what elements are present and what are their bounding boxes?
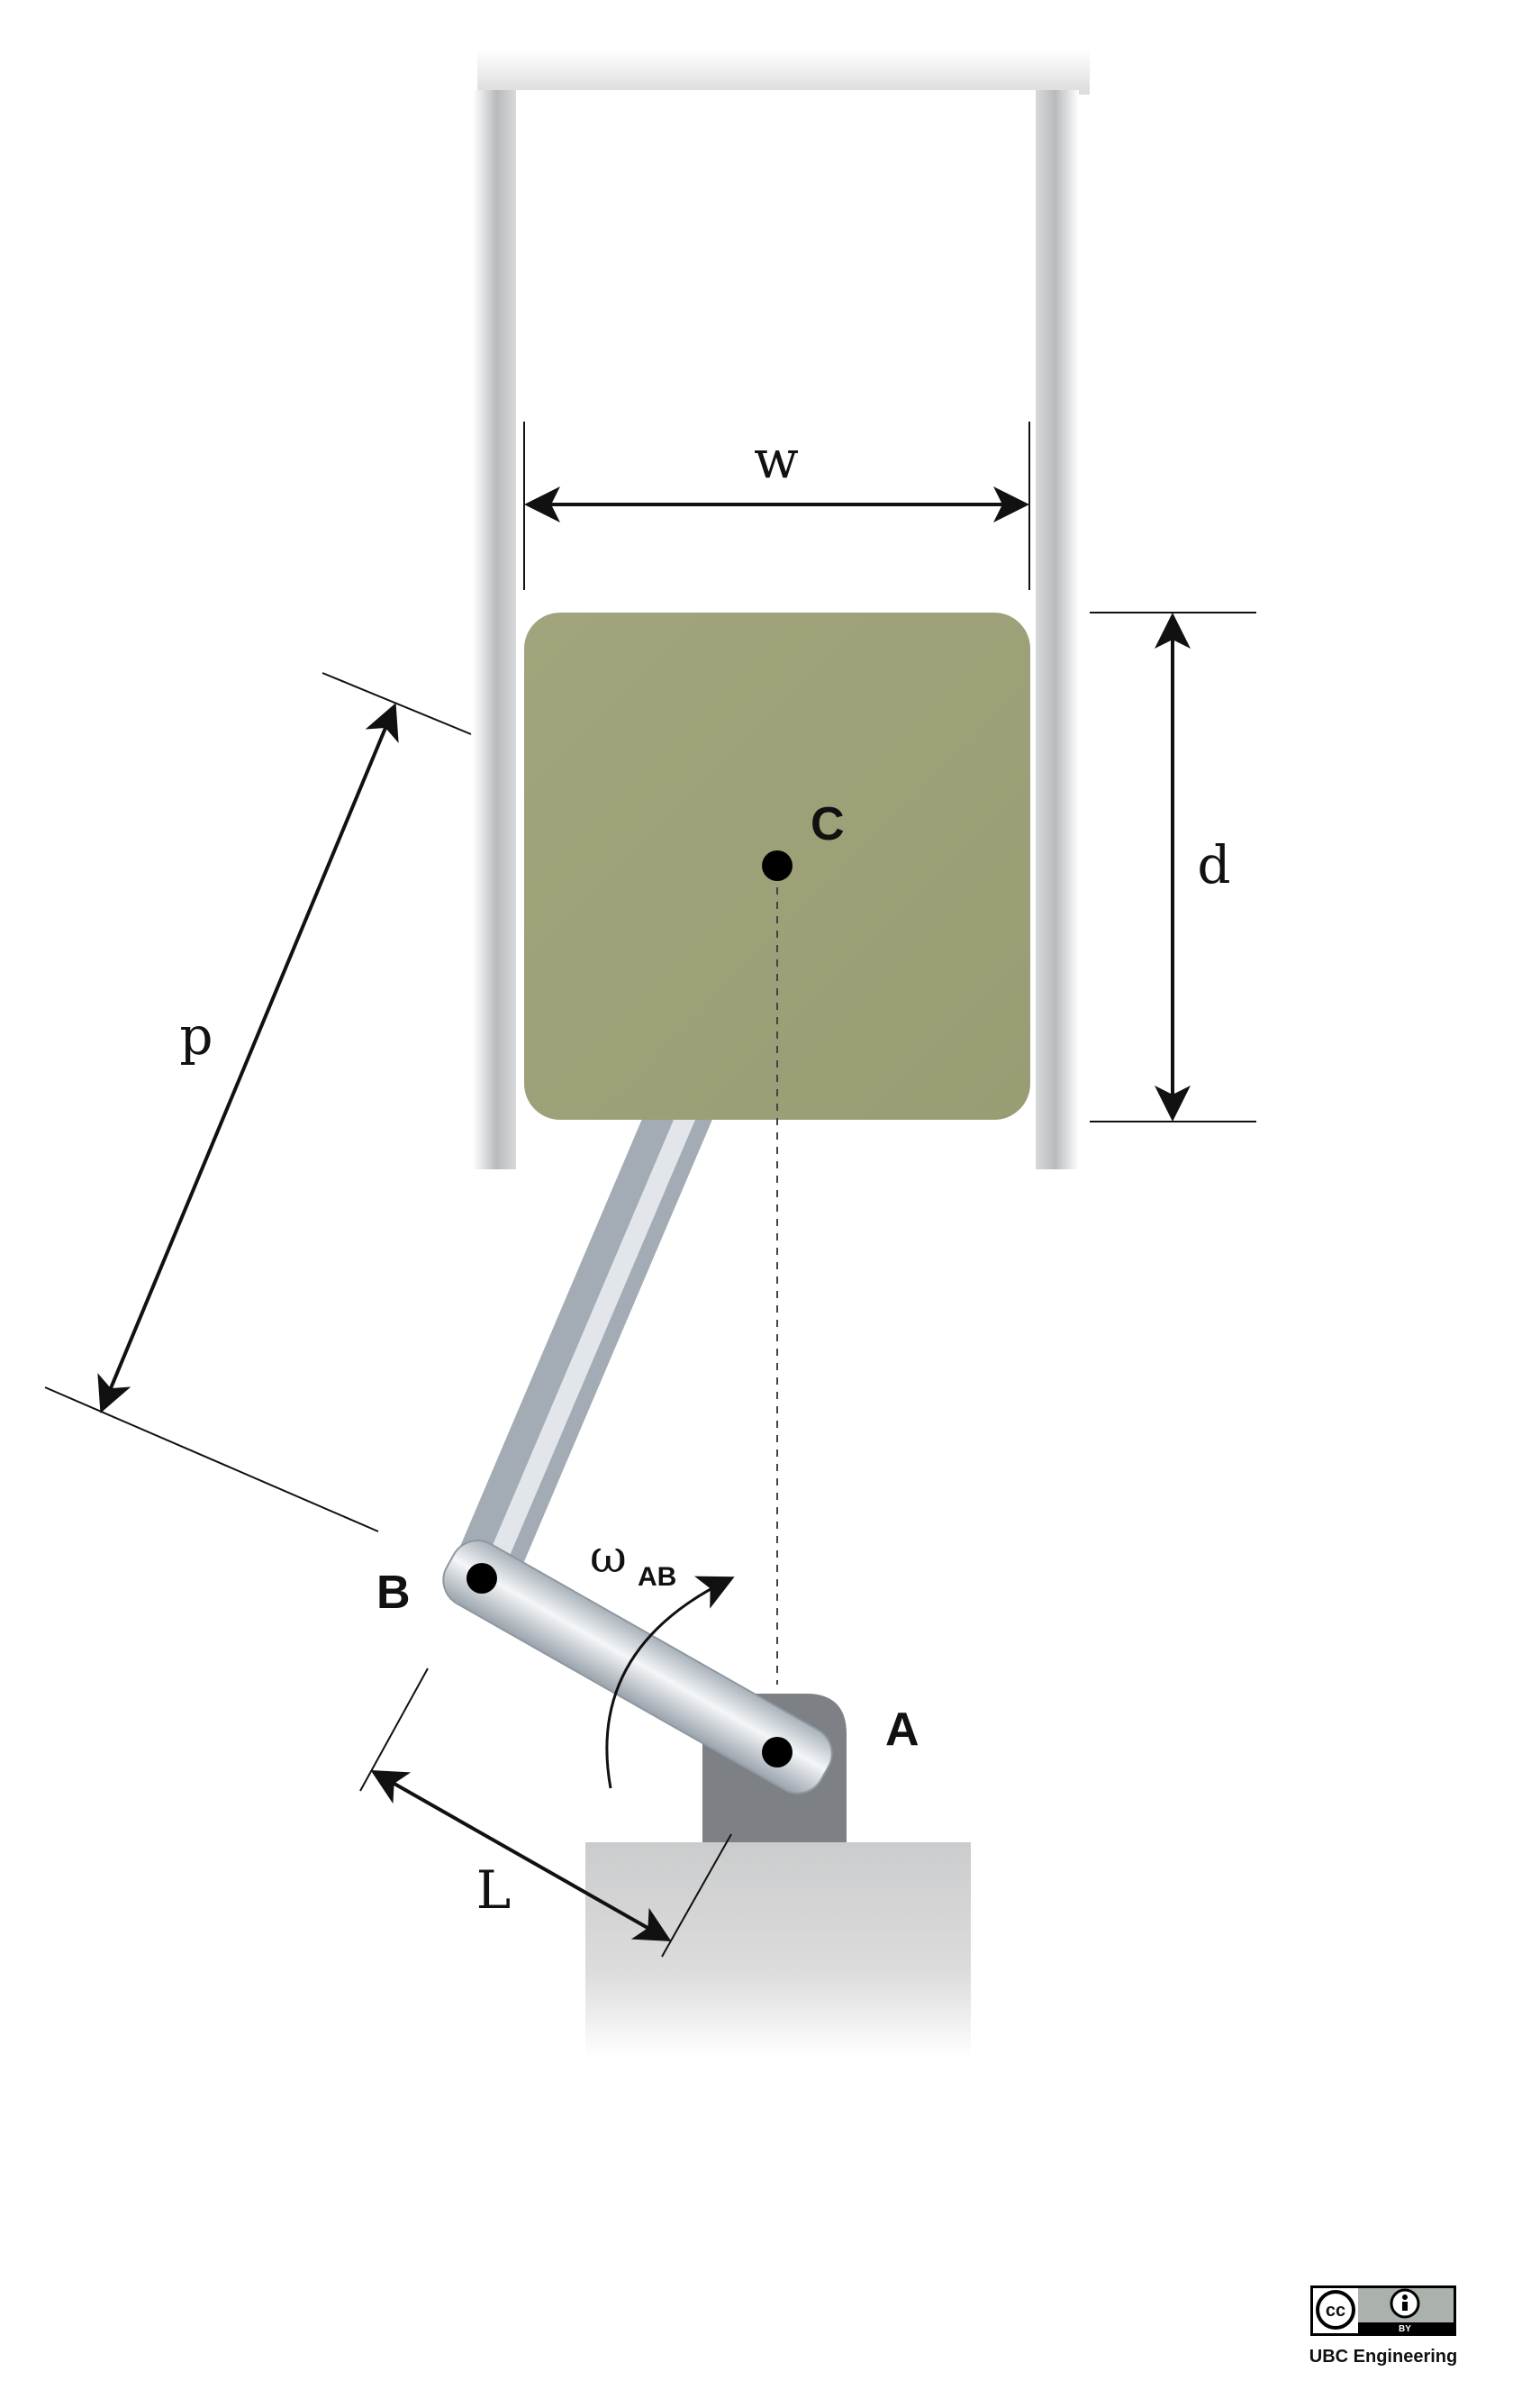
p-label: p [179,1005,213,1067]
dimension-L: L [359,1667,732,1958]
cc-by-badge: cc BY UBC Engineering [1309,2285,1457,2367]
pin-a [762,1737,793,1767]
L-label: L [476,1859,512,1921]
svg-text:BY: BY [1399,2324,1411,2334]
wall-left [473,90,516,1169]
omega-arc [605,1576,735,1789]
L-arrow [370,1770,672,1941]
crank-ab [442,1540,833,1795]
label-c: C [811,798,845,850]
L-ext-left [359,1667,429,1792]
w-label: w [754,429,799,490]
svg-text:cc: cc [1326,2301,1345,2321]
point-c-dot [762,850,793,881]
dimension-w: w [523,422,1030,590]
L-ext-right [661,1833,732,1958]
p-arrow [97,703,399,1413]
pin-b [467,1563,497,1594]
wall-right [1036,90,1079,1169]
dimension-d: d [1090,612,1256,1122]
ground-block [585,1842,971,2058]
omega-subscript: AB [638,1562,676,1592]
p-ext-top [322,672,472,735]
wall-top-edge [477,50,1090,95]
omega-ab-indicator: ω AB [590,1531,735,1789]
rod-bc-highlight [481,1068,712,1585]
p-ext-bottom [44,1386,379,1532]
omega-label: ω [590,1531,627,1583]
label-b: B [376,1567,411,1619]
credit-text: UBC Engineering [1309,2347,1457,2367]
dimension-p: p [44,672,472,1532]
cc-icon [1316,2290,1355,2330]
d-label: d [1197,834,1230,895]
label-a: A [885,1704,919,1756]
